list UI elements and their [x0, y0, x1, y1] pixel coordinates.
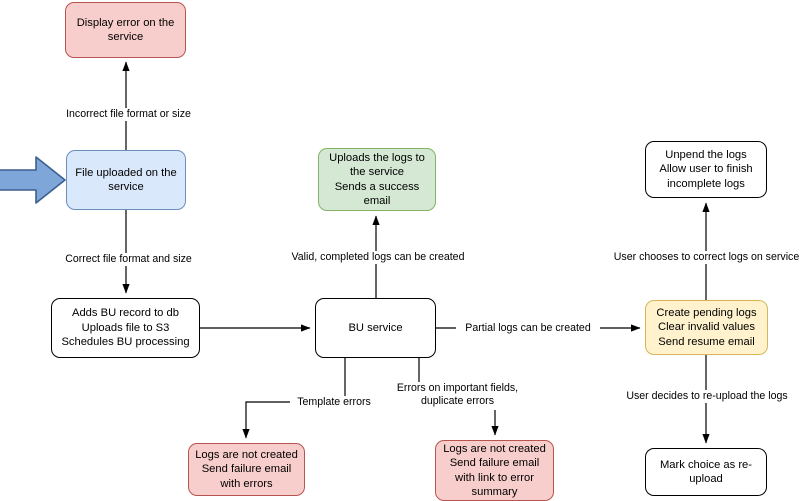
node-adds-bu-record[interactable]: Adds BU record to db Uploads file to S3 …: [51, 298, 200, 358]
node-bu-service[interactable]: BU service: [315, 298, 436, 358]
node-mark-choice[interactable]: Mark choice as re- upload: [645, 448, 767, 496]
entry-arrow-icon: [0, 156, 66, 204]
node-unpend-logs[interactable]: Unpend the logs Allow user to finish inc…: [645, 141, 767, 198]
edge-label-important-errors: Errors on important fields, duplicate er…: [392, 382, 523, 408]
edge-label-valid-logs: Valid, completed logs can be created: [281, 251, 475, 264]
node-display-error[interactable]: Display error on the service: [65, 2, 186, 58]
edge-label-correct-format: Correct file format and size: [54, 253, 203, 266]
edge-label-partial-logs: Partial logs can be created: [456, 322, 600, 335]
edge-label-re-upload: User decides to re-upload the logs: [619, 390, 795, 403]
node-logs-not-created-template[interactable]: Logs are not created Send failure email …: [188, 443, 305, 496]
edge-label-incorrect-format: Incorrect file format or size: [54, 108, 203, 121]
edge-label-correct-on-service: User chooses to correct logs on service: [608, 251, 801, 264]
node-logs-not-created-fields[interactable]: Logs are not created Send failure email …: [435, 440, 554, 501]
node-uploads-logs[interactable]: Uploads the logs to the service Sends a …: [318, 148, 436, 211]
node-create-pending-logs[interactable]: Create pending logs Clear invalid values…: [645, 300, 768, 355]
node-file-uploaded[interactable]: File uploaded on the service: [66, 150, 186, 210]
edge-label-template-errors: Template errors: [290, 396, 378, 409]
